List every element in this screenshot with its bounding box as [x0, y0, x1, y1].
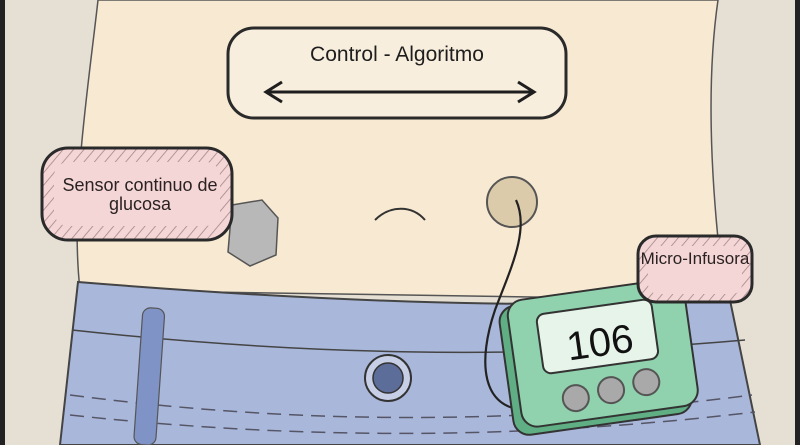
pump-label: Micro-Infusora: [640, 249, 750, 268]
pump-label-box: [636, 234, 754, 304]
sensor-label-box: [40, 146, 234, 242]
controller-label: Control - Algoritmo: [310, 43, 484, 66]
infusion-site: [486, 176, 538, 228]
micro-infusion-pump: [498, 278, 699, 436]
sensor-label: Sensor continuo de glucosa: [62, 175, 218, 214]
controller-box: [226, 26, 568, 120]
glucose-sensor: [227, 199, 279, 267]
double-arrow-icon: [263, 80, 537, 104]
navel: [374, 207, 426, 221]
infusion-tube: [484, 199, 529, 412]
